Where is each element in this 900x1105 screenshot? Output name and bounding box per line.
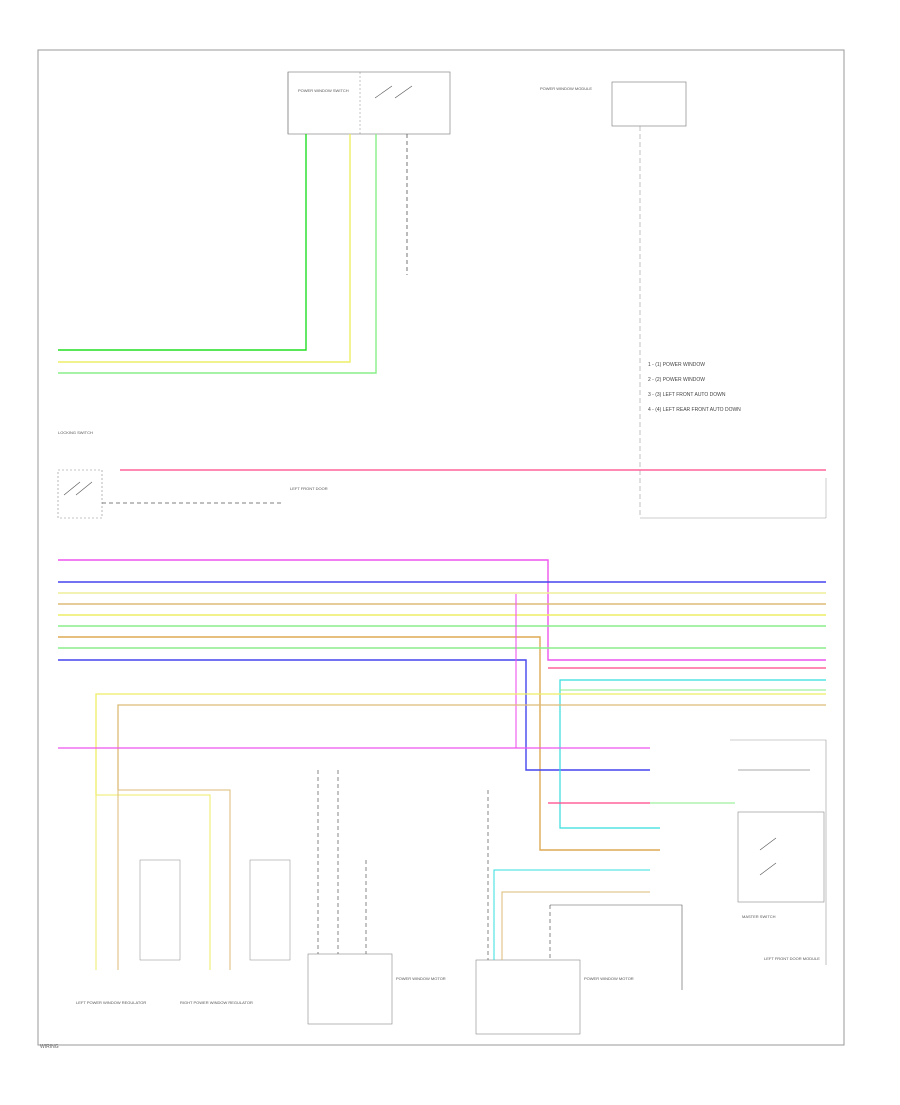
wire-blue-bus-lower bbox=[58, 659, 650, 771]
bottom-center-box bbox=[307, 953, 393, 1025]
top-right-module-group: POWER WINDOW MODULE bbox=[540, 81, 687, 127]
bottom-right-box bbox=[475, 959, 581, 1035]
wire-magenta-bus bbox=[58, 559, 826, 661]
wire-tan-left-branch bbox=[118, 789, 231, 970]
wire-gray-right-bracket bbox=[730, 739, 827, 965]
right-switch-box bbox=[737, 811, 825, 903]
left-front-door-label: LEFT FRONT DOOR bbox=[290, 486, 328, 491]
left-switch-box bbox=[57, 469, 103, 519]
wire-cyan-bottom bbox=[493, 869, 650, 960]
right-door-label: LEFT FRONT DOOR MODULE bbox=[764, 956, 820, 961]
wire-yellow-right-long bbox=[95, 693, 826, 795]
right-switch-group: MASTER SWITCH LEFT FRONT DOOR MODULE bbox=[737, 811, 825, 961]
bottom-right-group: POWER WINDOW MOTOR bbox=[475, 790, 650, 1035]
bottom-left-2-label: RIGHT POWER WINDOW REGULATOR bbox=[180, 1000, 253, 1005]
left-switch-group: LOCKING SWITCH LEFT FRONT DOOR bbox=[57, 430, 328, 519]
diagram-frame bbox=[37, 49, 845, 1046]
wire-tan-bottom bbox=[501, 891, 650, 960]
wire-yellow-left-branch bbox=[96, 794, 211, 970]
wire-gray-right-box bbox=[640, 478, 827, 519]
top-switch-box bbox=[287, 71, 451, 135]
left-switch-label: LOCKING SWITCH bbox=[58, 430, 93, 435]
legend: 1 - (1) POWER WINDOW 2 - (2) POWER WINDO… bbox=[648, 362, 741, 413]
wire-lightgreen-top bbox=[58, 134, 377, 374]
legend-item: 3 - (3) LEFT FRONT AUTO DOWN bbox=[648, 392, 726, 398]
footer-label: WIRING bbox=[40, 1044, 59, 1050]
right-switch-label: MASTER SWITCH bbox=[742, 914, 776, 919]
legend-item: 4 - (4) LEFT REAR FRONT AUTO DOWN bbox=[648, 407, 741, 413]
bottom-left-1-box bbox=[139, 859, 181, 961]
wire-cyan-right bbox=[559, 679, 826, 829]
top-right-module-label: POWER WINDOW MODULE bbox=[540, 86, 592, 91]
top-switch-group: POWER WINDOW SWITCH bbox=[287, 71, 451, 135]
wire-orange-bus bbox=[58, 636, 660, 851]
bottom-left-2-box bbox=[249, 859, 291, 961]
wire-yellow-top bbox=[58, 134, 351, 363]
bottom-left-2-group: RIGHT POWER WINDOW REGULATOR bbox=[180, 859, 291, 1005]
bottom-left-1-group: LEFT POWER WINDOW REGULATOR bbox=[76, 859, 181, 1005]
top-switch-label: POWER WINDOW SWITCH bbox=[298, 88, 349, 93]
wire-green-top bbox=[58, 134, 307, 351]
top-right-module-box bbox=[611, 81, 687, 127]
wire-gray-bottom-right bbox=[550, 904, 683, 990]
bottom-center-label: POWER WINDOW MOTOR bbox=[396, 976, 446, 981]
wire-tan-right-long bbox=[117, 704, 826, 790]
legend-item: 2 - (2) POWER WINDOW bbox=[648, 377, 705, 383]
bottom-left-1-label: LEFT POWER WINDOW REGULATOR bbox=[76, 1000, 146, 1005]
legend-item: 1 - (1) POWER WINDOW bbox=[648, 362, 705, 368]
bottom-center-group: POWER WINDOW MOTOR bbox=[307, 770, 446, 1025]
bottom-right-label: POWER WINDOW MOTOR bbox=[584, 976, 634, 981]
